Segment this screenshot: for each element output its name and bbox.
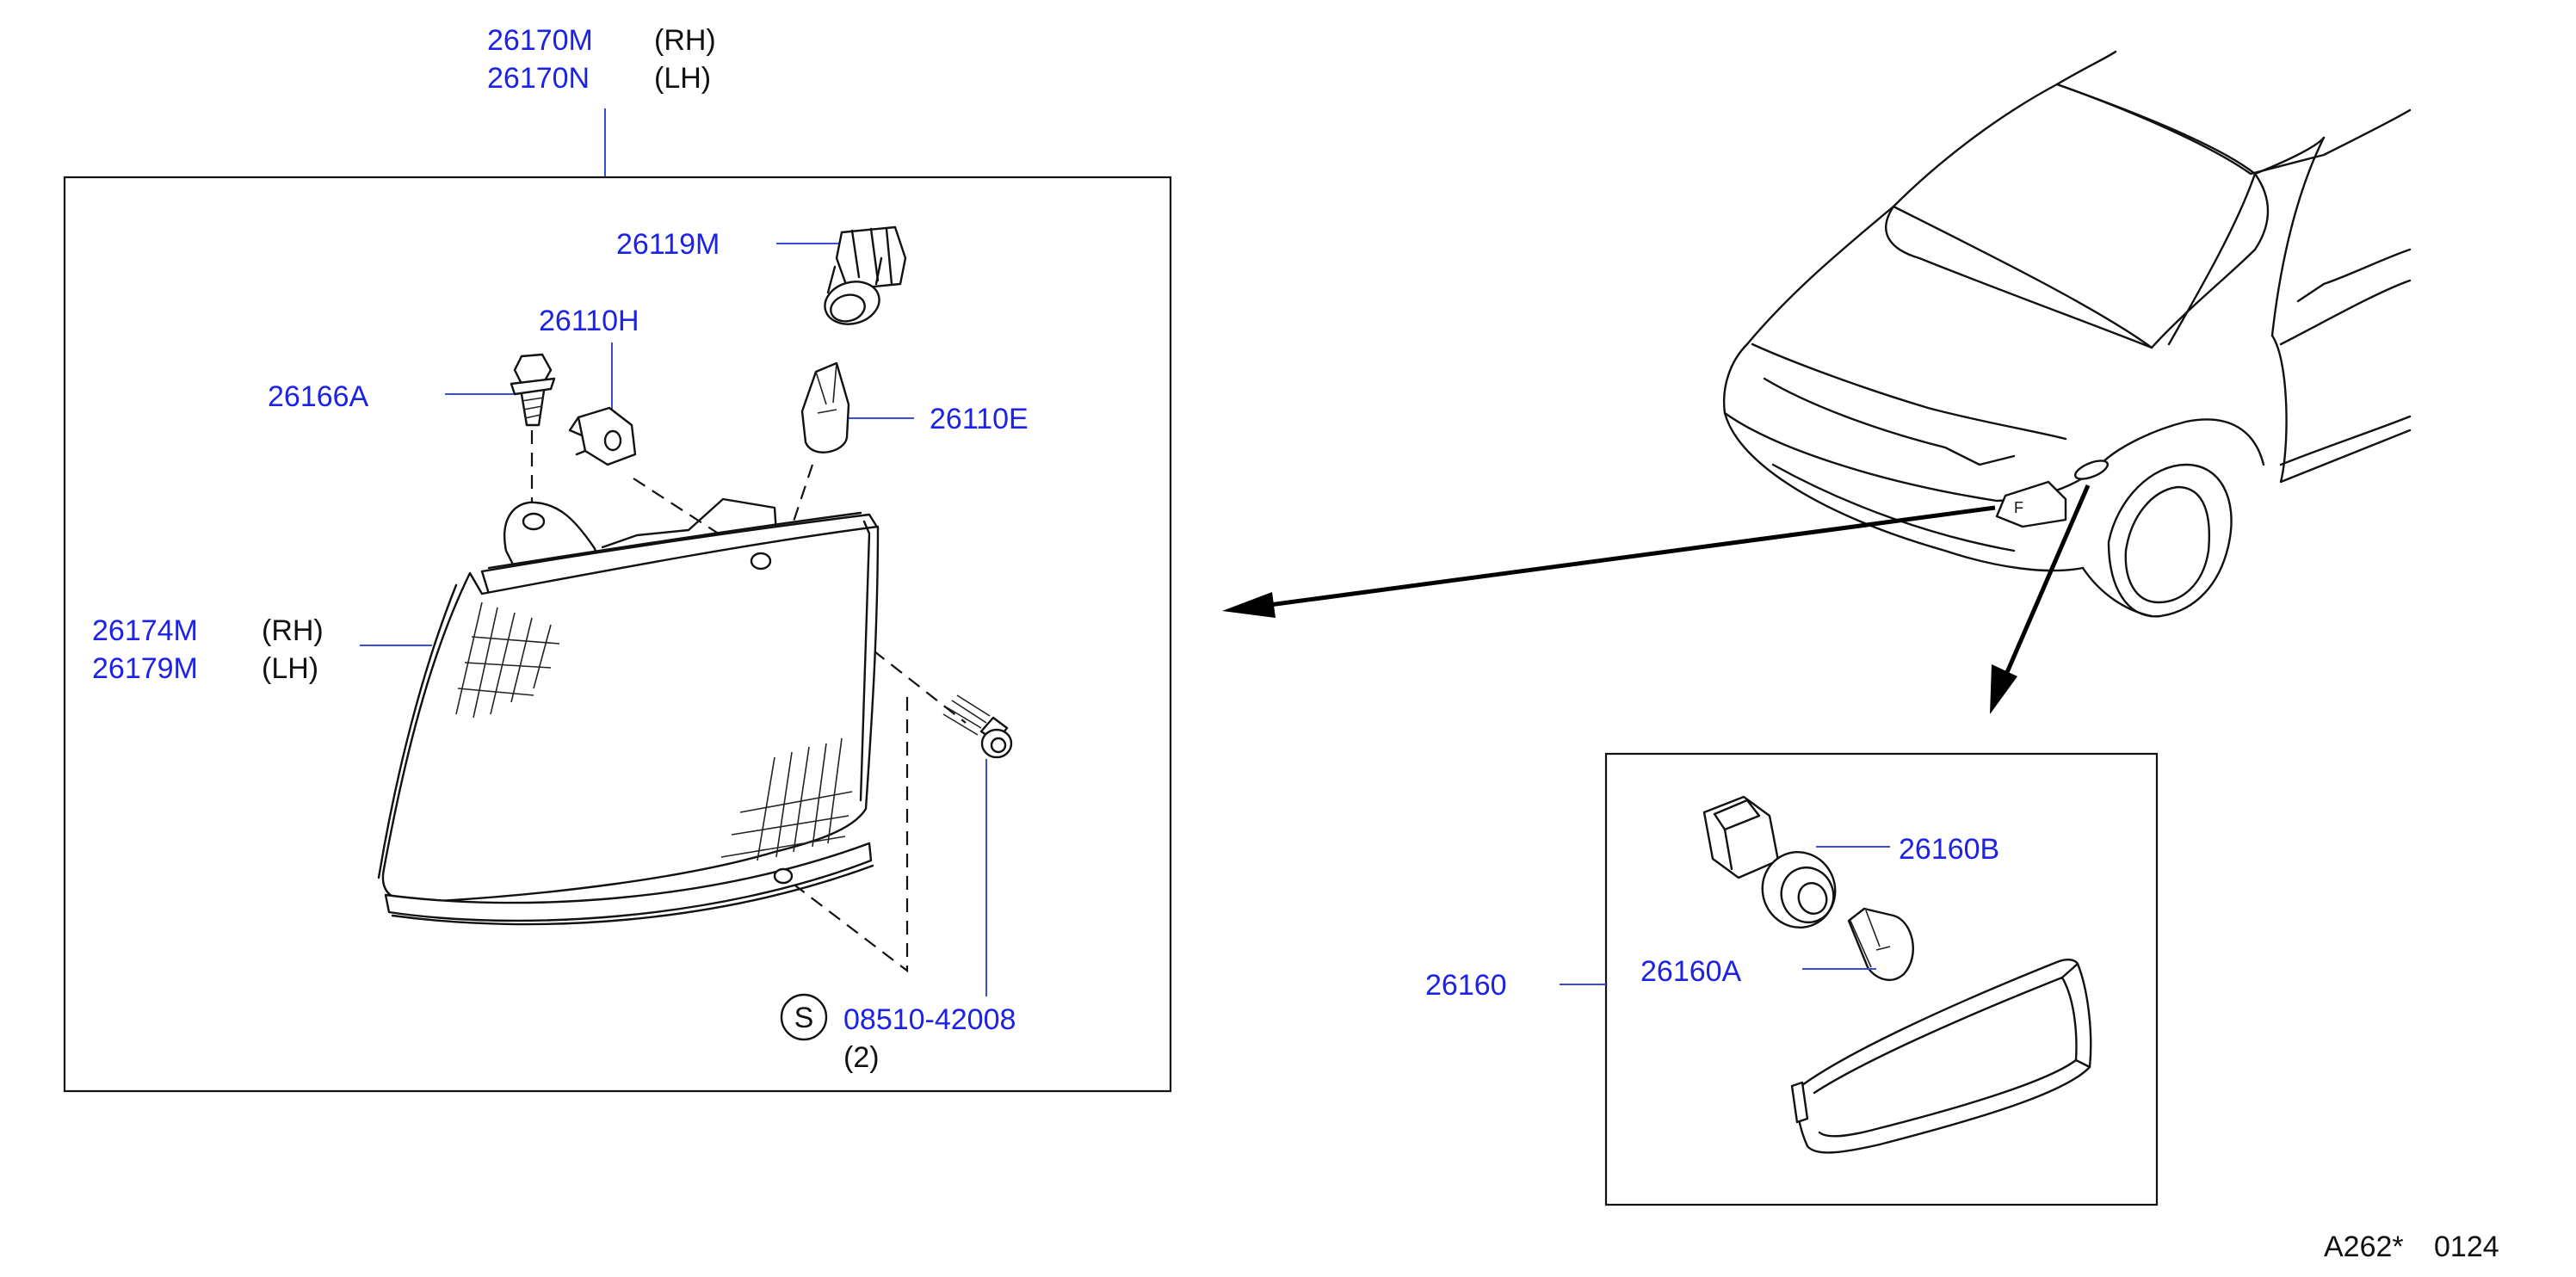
- label-26170m: 26170M: [487, 24, 593, 57]
- svg-text:F: F: [2014, 499, 2023, 516]
- label-rh-2: (RH): [262, 614, 324, 647]
- label-26179m: 26179M: [92, 652, 198, 685]
- assembly-line-bulb: [790, 464, 814, 527]
- label-lh-1: (LH): [654, 62, 711, 95]
- side-marker-lens: [1790, 959, 2092, 1154]
- label-26160: 26160: [1425, 969, 1507, 1002]
- label-qty-2: (2): [843, 1041, 880, 1074]
- label-26119m: 26119M: [616, 228, 720, 261]
- arrow-head-left: [1222, 592, 1276, 618]
- assembly-line-bolt: [767, 567, 967, 724]
- label-26160b: 26160B: [1899, 833, 1999, 866]
- reference-code: A262*: [2324, 1231, 2404, 1263]
- label-26166a: 26166A: [268, 380, 369, 413]
- reference-number: 0124: [2434, 1231, 2499, 1263]
- side-marker-frame: [1604, 752, 2159, 1206]
- car-outline: F: [1723, 50, 2412, 618]
- label-26160a: 26160A: [1640, 955, 1742, 988]
- bulb-26160a: [1847, 907, 1914, 981]
- bulb-26110e: [800, 361, 850, 453]
- label-lh-2: (LH): [262, 652, 318, 685]
- label-26170n: 26170N: [487, 62, 590, 95]
- arrow-to-combination-lamp: [1256, 505, 1996, 609]
- label-rh-1: (RH): [654, 24, 716, 57]
- assembly-line-clip: [633, 478, 732, 543]
- socket-26119m: [824, 225, 907, 325]
- socket-26160b: [1702, 795, 1837, 928]
- arrow-head-down: [1990, 664, 2017, 714]
- screw-26166a: [510, 353, 556, 427]
- bolt-08510-42008: [942, 694, 1013, 759]
- assembly-line-lower: [791, 697, 909, 973]
- clip-26110h: [568, 406, 637, 466]
- label-26110e: 26110E: [930, 403, 1029, 435]
- combination-lamp-frame: [63, 176, 1172, 1093]
- label-s-symbol: S: [794, 1002, 814, 1034]
- label-26110h: 26110H: [539, 305, 639, 337]
- combination-lamp-lens: [377, 497, 880, 926]
- label-08510-42008: 08510-42008: [843, 1003, 1016, 1036]
- standard-part-symbol: [780, 993, 828, 1041]
- arrow-to-side-marker: [2003, 484, 2091, 677]
- label-26174m: 26174M: [92, 614, 198, 647]
